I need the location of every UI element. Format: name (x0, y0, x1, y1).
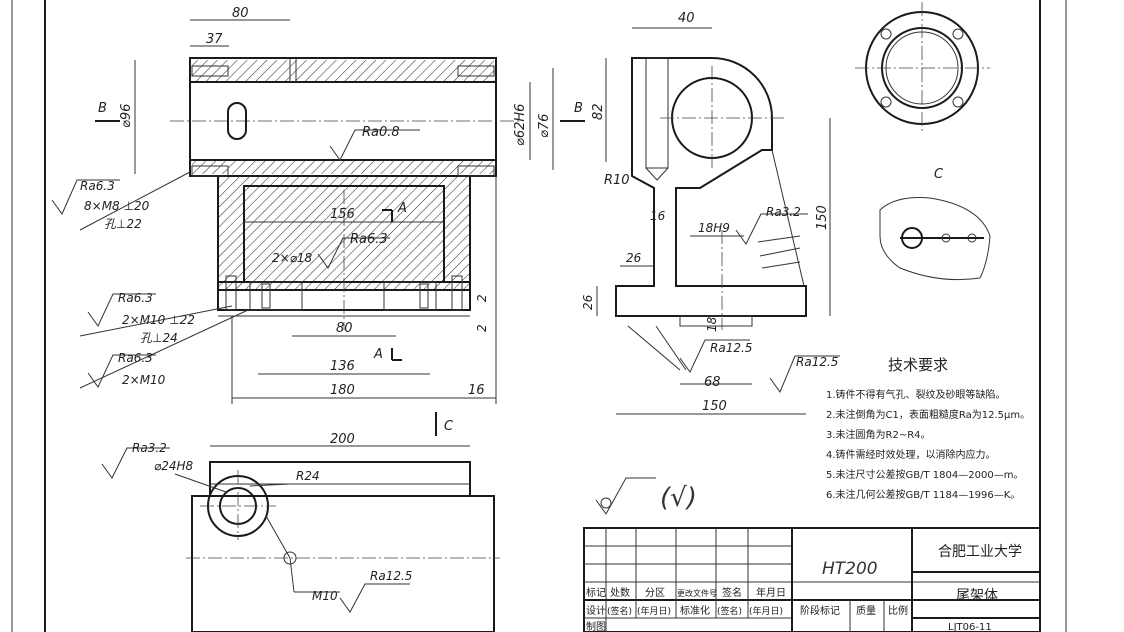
tech-req-item-3: 3.未注圆角为R2~R4。 (826, 428, 931, 441)
front-view (51, 19, 585, 404)
flange-view (855, 2, 990, 134)
view-c-arrow-label: C (444, 419, 454, 434)
note2-ra: Ra6.3 (118, 291, 153, 305)
drawing-number: LJT06-11 (948, 622, 992, 632)
tb-r1-c6: 年月日 (756, 586, 786, 599)
note1-ra: Ra6.3 (80, 179, 115, 193)
tb-r2-c6: (年月日) (749, 605, 783, 617)
side-dim-r10: R10 (604, 173, 630, 188)
dim-80-top: 80 (232, 6, 249, 21)
note3-ra: Ra6.3 (118, 351, 153, 365)
section-label-b-right: B (574, 101, 583, 116)
title-block (583, 527, 1041, 632)
tb-mass-label: 质量 (856, 605, 876, 617)
tech-req-title: 技术要求 (888, 356, 948, 374)
top-dim-r24: R24 (296, 469, 320, 483)
part-name: 尾架体 (956, 588, 998, 604)
top-dim-200: 200 (330, 432, 355, 447)
dim-dia62h6: ⌀62H6 (513, 104, 528, 146)
tb-r1-c1: 标记 (586, 587, 606, 599)
dim-136: 136 (330, 359, 355, 374)
tb-r1-c5: 签名 (722, 586, 742, 599)
ra-6-3-center: Ra6.3 (350, 232, 388, 247)
side-dim-82: 82 (591, 103, 606, 120)
tech-req-item-6: 6.未注几何公差按GB/T 1184—1996—K。 (826, 488, 1020, 501)
side-dim-16: 16 (650, 209, 666, 223)
note1-line1: 8×M8 ⊥20 (84, 199, 150, 213)
side-dim-150-horiz: 150 (702, 399, 727, 414)
dim-dia76: ⌀76 (537, 114, 552, 138)
tb-r1-c4: 更改文件号 (677, 588, 717, 598)
note2-line1: 2×M10 ⊥22 (122, 313, 195, 327)
school-name: 合肥工业大学 (938, 544, 1022, 560)
sheet-border (11, 0, 1067, 632)
tb-r2-c4: 标准化 (680, 604, 710, 617)
side-dim-68: 68 (704, 375, 721, 390)
detail-c-view (879, 197, 991, 281)
tb-r1-c3: 分区 (645, 587, 665, 599)
tb-stage-label: 阶段标记 (800, 604, 840, 617)
side-dim-18h9: 18H9 (698, 221, 730, 235)
tb-r2-c3: (年月日) (637, 605, 671, 617)
side-view (560, 27, 840, 415)
top-ra-3-2: Ra3.2 (132, 441, 167, 455)
side-dim-26-b: 26 (581, 294, 595, 310)
side-dim-18: 18 (705, 316, 719, 332)
dim-156: 156 (330, 207, 355, 222)
side-dim-40: 40 (678, 11, 695, 26)
section-label-a-top: A (397, 201, 407, 216)
tech-req-item-4: 4.铸件需经时效处理，以消除内应力。 (826, 448, 996, 461)
section-label-a-bottom: A (373, 347, 383, 362)
dim-2-a: 2 (475, 294, 489, 302)
dim-180: 180 (330, 383, 355, 398)
tb-r3-c1: 制图 (586, 620, 606, 632)
section-label-b-left: B (98, 101, 107, 116)
side-dim-150-vert: 150 (815, 205, 830, 230)
side-dim-26-a: 26 (626, 251, 642, 265)
note2-line2: 孔⊥24 (140, 331, 178, 345)
side-ra-12-5-a: Ra12.5 (710, 341, 752, 355)
tb-r2-c2: (签名) (607, 605, 632, 617)
side-ra-3-2: Ra3.2 (766, 205, 801, 219)
general-roughness-symbol (595, 477, 656, 515)
top-dim-m10: M10 (312, 589, 338, 603)
tech-req-item-1: 1.铸件不得有气孔、裂纹及砂眼等缺陷。 (826, 388, 1006, 401)
note1-line2: 孔⊥22 (104, 217, 142, 231)
top-dim-dia24h8: ⌀24H8 (154, 459, 194, 473)
dim-16: 16 (468, 383, 485, 398)
tb-r2-c1: 设计 (586, 604, 606, 617)
side-ra-12-5-b: Ra12.5 (796, 355, 838, 369)
detail-c-label: C (934, 167, 944, 182)
dim-dia96: ⌀96 (119, 104, 134, 128)
top-ra-12-5: Ra12.5 (370, 569, 412, 583)
dim-2-b: 2 (475, 324, 489, 332)
tech-req-item-2: 2.未注倒角为C1，表面粗糙度Ra为12.5μm。 (826, 408, 1030, 421)
tb-r2-c5: (签名) (717, 605, 742, 617)
tb-scale-label: 比例 (888, 604, 908, 617)
dim-80-bottom: 80 (336, 321, 353, 336)
top-view (101, 412, 500, 632)
material: HT200 (822, 559, 878, 579)
dim-2x18: 2×⌀18 (272, 251, 313, 265)
tb-r1-c2: 处数 (610, 586, 630, 599)
ra-0-8: Ra0.8 (362, 125, 400, 140)
note3-line1: 2×M10 (122, 373, 166, 387)
roughness-paren-check: (√) (660, 483, 697, 513)
dim-37: 37 (206, 32, 223, 47)
tech-req-item-5: 5.未注尺寸公差按GB/T 1804—2000—m。 (826, 468, 1023, 481)
